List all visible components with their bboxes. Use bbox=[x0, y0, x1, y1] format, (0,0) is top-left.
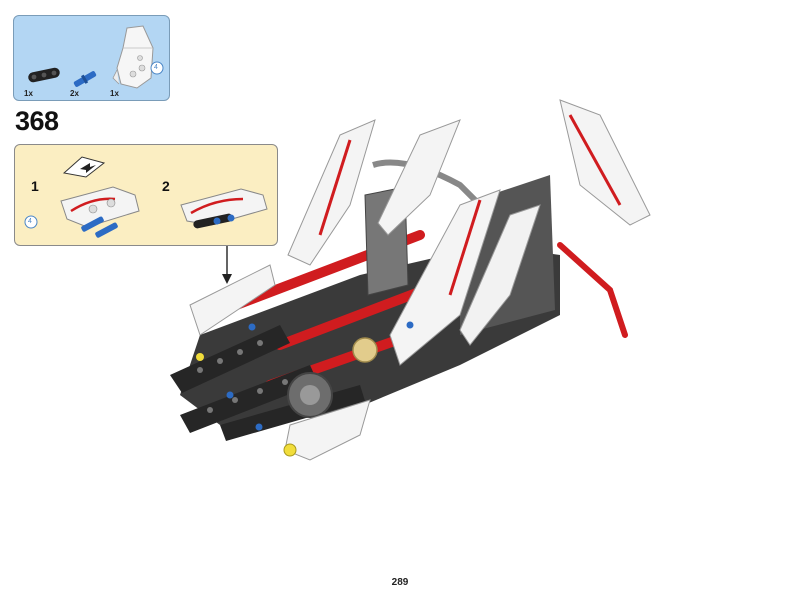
parts-list-box: 1x 2x 4 1x bbox=[13, 15, 170, 101]
page-number: 289 bbox=[391, 577, 409, 588]
substep-1-label: 1 bbox=[31, 178, 39, 194]
placement-arrow-icon bbox=[222, 246, 232, 284]
substep-2-label: 2 bbox=[162, 178, 170, 194]
parts-callout-number: 4 bbox=[154, 64, 158, 71]
blue-pin-qty: 2x bbox=[70, 89, 79, 98]
substep-box: 1 2 4 bbox=[14, 144, 278, 246]
black-beam-qty: 1x bbox=[24, 89, 33, 98]
substep-1-callout-number: 4 bbox=[28, 218, 32, 225]
substep-1-callout-icon bbox=[24, 215, 38, 229]
step-number: 368 bbox=[15, 106, 59, 136]
substep-2-assembly-image bbox=[180, 188, 268, 229]
main-model-illustration bbox=[170, 99, 651, 461]
black-beam-part-image bbox=[28, 67, 60, 83]
substep-1-assembly-image bbox=[60, 186, 140, 238]
callout-circle-icon bbox=[150, 61, 164, 75]
rotate-model-icon bbox=[62, 156, 106, 178]
blue-pin-part-image bbox=[73, 71, 97, 87]
white-panel-qty: 1x bbox=[110, 89, 119, 98]
white-panel-part-image bbox=[112, 25, 154, 89]
